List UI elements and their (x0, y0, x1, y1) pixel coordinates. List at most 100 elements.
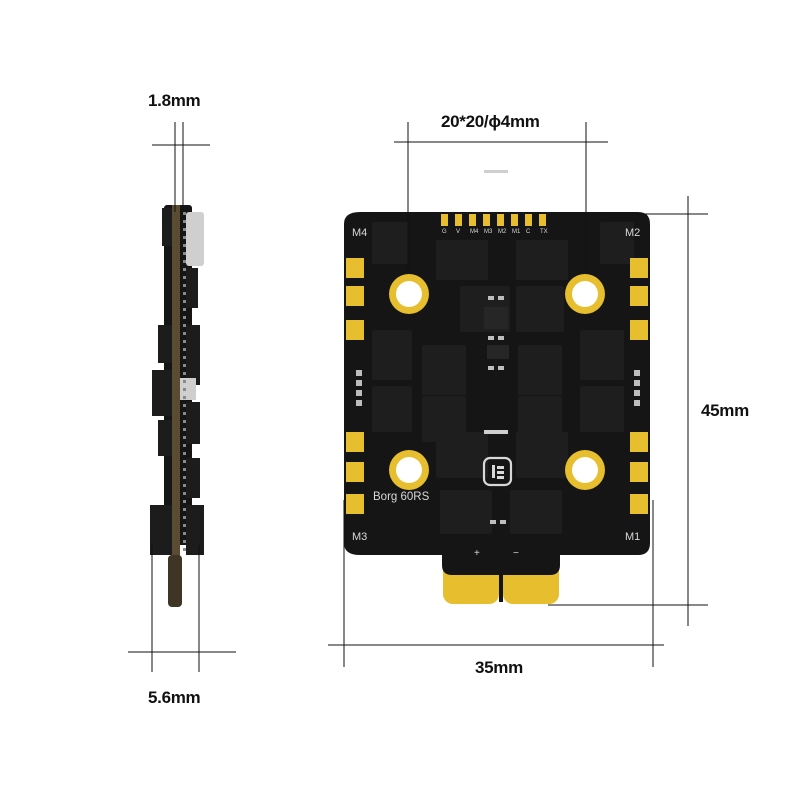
silk-mark (484, 430, 508, 434)
side-pin (183, 276, 186, 279)
side-component (158, 325, 172, 363)
mosfet-chip (510, 490, 562, 534)
smd-part (490, 520, 496, 524)
smd-pad (356, 370, 362, 376)
smd-pad (356, 380, 362, 386)
signal-pad (469, 214, 476, 226)
side-pin (183, 252, 186, 255)
side-pcb-core (172, 205, 180, 605)
side-pin (183, 364, 186, 367)
side-pin (183, 532, 186, 535)
side-view (128, 122, 236, 672)
motor-pad (346, 462, 364, 482)
dimension-thickness-top: 1.8mm (148, 91, 201, 110)
logo-icon (482, 456, 513, 487)
mosfet-chip (518, 396, 562, 442)
model-label: Borg 60RS (373, 491, 430, 503)
side-pin (183, 308, 186, 311)
signal-pad (441, 214, 448, 226)
side-connector (180, 378, 196, 400)
mounting-hole (565, 274, 605, 314)
mosfet-chip (372, 222, 408, 264)
side-component (186, 402, 200, 444)
power-minus-label: − (513, 548, 519, 559)
smd-pad (356, 390, 362, 396)
power-tab-divider (499, 552, 503, 602)
side-pin (183, 212, 186, 215)
motor-pad (346, 494, 364, 514)
side-pin (183, 316, 186, 319)
side-component (186, 325, 200, 385)
side-pin (183, 332, 186, 335)
motor-pad (630, 258, 648, 278)
motor-label-m2: M2 (625, 227, 641, 239)
side-pin (183, 220, 186, 223)
pad-label: G (442, 229, 447, 235)
side-pin (183, 508, 186, 511)
signal-pad (483, 214, 490, 226)
mosfet-chip (516, 240, 568, 280)
side-pin (183, 324, 186, 327)
mounting-hole (389, 450, 429, 490)
motor-pad (630, 286, 648, 306)
signal-pad (455, 214, 462, 226)
signal-pad (539, 214, 546, 226)
side-component (186, 505, 204, 555)
side-pin (183, 412, 186, 415)
pad-label: TX (540, 229, 548, 235)
side-component (162, 208, 172, 246)
side-pin (183, 524, 186, 527)
mosfet-chip (516, 432, 568, 478)
side-pin (183, 548, 186, 551)
side-pin (183, 436, 186, 439)
smd-part (500, 520, 506, 524)
mosfet-chip (436, 432, 488, 478)
pad-label: M4 (470, 229, 479, 235)
side-pin (183, 228, 186, 231)
side-connector (186, 212, 204, 266)
smd-part (498, 366, 504, 370)
side-component (186, 458, 200, 498)
mosfet-chip (422, 396, 466, 442)
side-pin (183, 340, 186, 343)
side-pin (183, 396, 186, 399)
signal-pad (497, 214, 504, 226)
power-plus-label: + (474, 548, 480, 559)
side-pin (183, 356, 186, 359)
mosfet-chip (580, 386, 624, 432)
side-pin (183, 420, 186, 423)
side-component (152, 370, 172, 416)
motor-pad (346, 286, 364, 306)
mosfet-chip (422, 345, 466, 395)
motor-pad (346, 320, 364, 340)
pad-label: V (456, 229, 461, 235)
side-pcb-tail (168, 555, 182, 607)
motor-pad (630, 432, 648, 452)
pad-label: M1 (512, 229, 521, 235)
side-pin (183, 476, 186, 479)
side-component (158, 420, 172, 456)
side-pin (183, 260, 186, 263)
mounting-hole (565, 450, 605, 490)
signal-pad (525, 214, 532, 226)
side-pins (183, 212, 186, 551)
side-pin (183, 468, 186, 471)
small-ic (487, 345, 509, 359)
pad-label: M2 (498, 229, 507, 235)
side-pin (183, 500, 186, 503)
driver-ic (484, 307, 508, 329)
side-pin (183, 236, 186, 239)
side-component (150, 505, 172, 555)
side-pin (183, 484, 186, 487)
smd-pad (634, 370, 640, 376)
smd-pad (634, 400, 640, 406)
side-pin (183, 292, 186, 295)
pad-label: M3 (484, 229, 493, 235)
side-pin (183, 444, 186, 447)
mosfet-chip (372, 386, 412, 432)
motor-label-m1: M1 (625, 531, 641, 543)
motor-pad (630, 320, 648, 340)
smd-part (488, 336, 494, 340)
